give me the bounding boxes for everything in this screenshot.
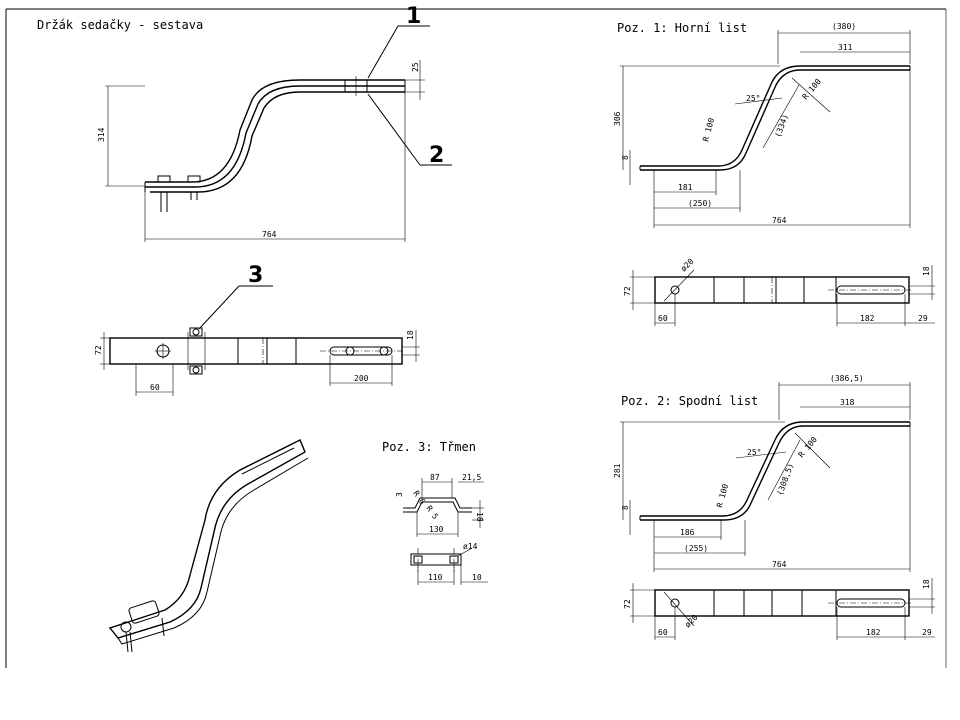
p1-dim-311: 311	[838, 43, 853, 52]
pos3-title: Poz. 3: Třmen	[382, 440, 476, 454]
p2-dim-r100b: R 100	[715, 483, 730, 509]
p2-dim-8: 8	[621, 505, 630, 510]
dim-21-5: 21,5	[462, 473, 481, 482]
dim-130: 130	[429, 525, 444, 534]
dim-10: 10	[472, 573, 482, 582]
dim-60: 60	[150, 383, 160, 392]
pos3-views: Poz. 3: Třmen 87 21,5 3 R 6 R 5 130 18 ø…	[382, 440, 488, 585]
pos1-title: Poz. 1: Horní list	[617, 21, 747, 35]
dim-25: 25	[411, 62, 420, 72]
p1-dim-r100b: R 100	[701, 117, 716, 143]
p1-dim-380: (380)	[832, 22, 856, 31]
p2-plan-18: 18	[922, 579, 931, 589]
p1-plan-29: 29	[918, 314, 928, 323]
dim-200: 200	[354, 374, 369, 383]
p2-plan-72: 72	[623, 599, 632, 609]
pos2-plan-view: ø20 72 18 60 182 29	[623, 578, 935, 640]
p1-plan-182: 182	[860, 314, 875, 323]
p1-dim-181: 181	[678, 183, 693, 192]
p1-dim-8: 8	[621, 155, 630, 160]
balloon-2: 2	[429, 143, 444, 168]
dim-18: 18	[406, 330, 415, 340]
p1-dim-250: (250)	[688, 199, 712, 208]
p2-dim-281: 281	[613, 463, 622, 478]
balloon-3: 3	[248, 263, 263, 288]
dim-314: 314	[97, 127, 106, 142]
assembly-top-view: 72 18 60 200 3	[94, 263, 420, 396]
p2-dim-angle: 25°	[747, 448, 761, 457]
p1-plan-60: 60	[658, 314, 668, 323]
p2-plan-dia20: ø20	[683, 613, 700, 630]
dim-72: 72	[94, 345, 103, 355]
dim-r6: R 6	[411, 489, 427, 506]
p2-dim-255: (255)	[684, 544, 708, 553]
p2-dim-764: 764	[772, 560, 787, 569]
balloon-1: 1	[406, 4, 421, 29]
dim-764: 764	[262, 230, 277, 239]
p2-dim-186: 186	[680, 528, 695, 537]
isometric-view	[108, 439, 309, 653]
p1-plan-72: 72	[623, 286, 632, 296]
pos1-plan-view: ø20 72 18 60 182 29	[623, 257, 935, 326]
p2-plan-29: 29	[922, 628, 932, 637]
p2-dim-308-5: (308,5)	[775, 462, 795, 497]
p2-plan-182: 182	[866, 628, 881, 637]
pos2-title: Poz. 2: Spodní list	[621, 394, 758, 408]
pos1-side-view: Poz. 1: Horní list 306 8 (380) 311 25° R…	[613, 21, 911, 228]
p1-dim-angle: 25°	[746, 94, 760, 103]
pos2-side-view: Poz. 2: Spodní list 281 8 (386,5) 318 25…	[613, 374, 911, 572]
assembly-title: Držák sedačky - sestava	[37, 18, 203, 32]
dim-r5: R 5	[424, 504, 440, 521]
dim-110: 110	[428, 573, 443, 582]
sheet-border	[5, 8, 947, 668]
p2-plan-60: 60	[658, 628, 668, 637]
dim-87: 87	[430, 473, 440, 482]
p2-dim-r100a: R 100	[797, 435, 819, 459]
p2-dim-386-5: (386,5)	[830, 374, 864, 383]
dim-dia14: ø14	[463, 542, 478, 551]
dim-18-b: 18	[475, 512, 484, 522]
dim-3: 3	[395, 492, 404, 497]
p2-dim-318: 318	[840, 398, 855, 407]
p1-dim-306: 306	[613, 111, 622, 126]
assembly-side-view: Držák sedačky - sestava 314 25 764 1 2	[37, 4, 452, 242]
p1-plan-18: 18	[922, 266, 931, 276]
p1-dim-764: 764	[772, 216, 787, 225]
